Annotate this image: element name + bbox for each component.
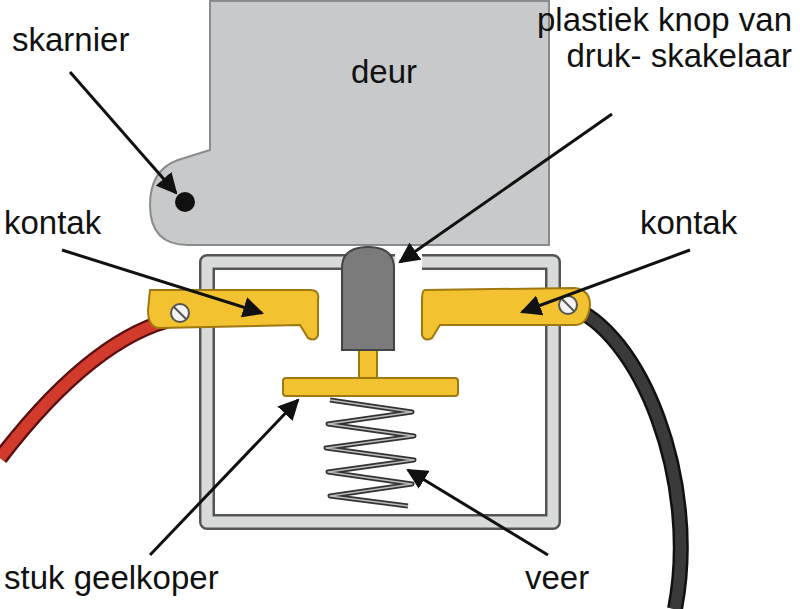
leader-line	[70, 72, 176, 193]
leader-line	[400, 114, 612, 262]
leader-line	[62, 250, 262, 313]
hinge-pin	[175, 192, 195, 212]
screw-slot	[174, 307, 186, 319]
part-label: kontak	[4, 205, 101, 241]
door-label: deur	[148, 0, 550, 90]
screw-slot	[562, 299, 574, 311]
door-shape	[148, 0, 550, 247]
leader-line	[522, 250, 690, 312]
plastic-button	[342, 247, 394, 350]
left-contact	[148, 290, 318, 339]
part-label: stuk geelkoper	[4, 560, 219, 596]
spring	[326, 400, 414, 506]
part-label: plastiek knop van druk- skakelaar	[528, 2, 792, 75]
red-wire-outline	[0, 318, 178, 458]
screw	[171, 304, 189, 322]
part-label: skarnier	[12, 22, 129, 58]
door: deur	[148, 0, 550, 247]
part-label: kontak	[640, 205, 737, 241]
leader-line	[408, 470, 548, 555]
spring-highlight	[326, 400, 414, 506]
brass-plate	[283, 378, 458, 396]
leader-line	[150, 400, 298, 555]
door-outline	[150, 1, 549, 245]
red-wire	[0, 318, 178, 458]
part-label: veer	[525, 560, 589, 596]
